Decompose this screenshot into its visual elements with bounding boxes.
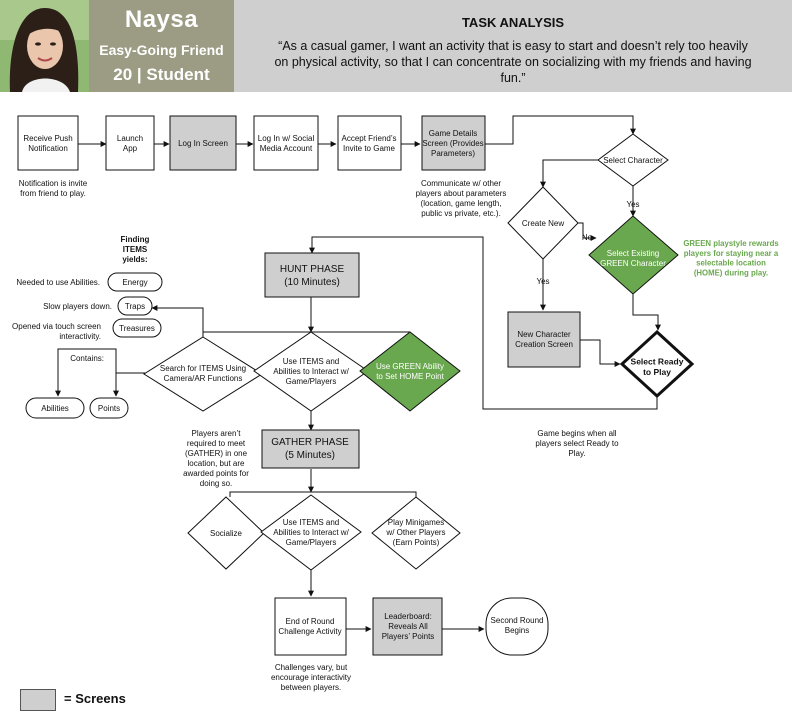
node-gather-phase: GATHER PHASE(5 Minutes) [271, 437, 349, 461]
persona-age-role: 20 | Student [113, 65, 210, 84]
node-abilities: Abilities [41, 404, 69, 413]
node-points: Points [98, 404, 120, 413]
legend-label: = Screens [64, 691, 126, 706]
node-create-new: Create New [522, 219, 564, 228]
persona-panel: Naysa Easy-Going Friend 20 | Student [89, 0, 234, 92]
label-yes-select: Yes [626, 200, 639, 209]
note-traps: Slow players down. [43, 302, 112, 311]
node-log-in-screen: Log In Screen [178, 139, 228, 148]
task-quote: “As a casual gamer, I want an activity t… [274, 39, 752, 85]
task-analysis-panel: TASK ANALYSIS “As a casual gamer, I want… [234, 0, 792, 92]
note-contains: Contains: [70, 354, 104, 363]
label-yes-create: Yes [536, 277, 549, 286]
note-energy: Needed to use Abilities. [16, 278, 100, 287]
node-select-character: Select Character [603, 156, 663, 165]
persona-descriptor: Easy-Going Friend [99, 42, 224, 58]
node-energy: Energy [122, 278, 147, 287]
persona-photo [0, 0, 89, 92]
flow-shapes [17, 115, 695, 656]
node-treasures: Treasures [119, 324, 155, 333]
persona-name: Naysa [124, 6, 199, 33]
node-hunt-phase: HUNT PHASE(10 Minutes) [280, 264, 345, 288]
legend-swatch [20, 689, 56, 711]
persona-photo-image [0, 0, 89, 92]
task-title: TASK ANALYSIS [461, 15, 565, 30]
label-no: No [582, 233, 593, 242]
node-socialize: Socialize [210, 529, 243, 538]
connectors [55, 115, 661, 632]
node-traps: Traps [125, 302, 145, 311]
header: Naysa Easy-Going Friend 20 | Student TAS… [0, 0, 792, 92]
